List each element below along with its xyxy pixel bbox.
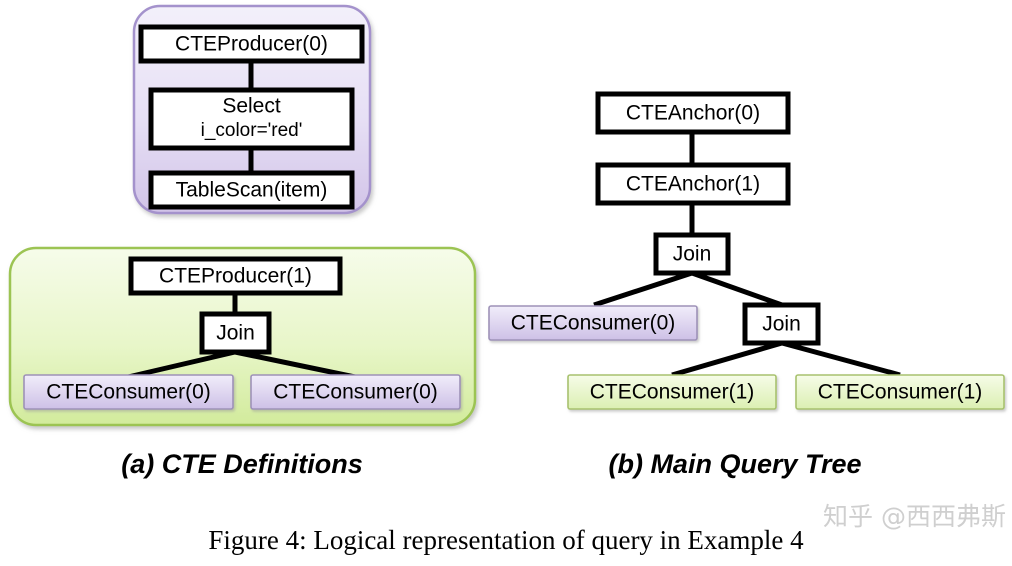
edge-join-consumer0-left xyxy=(127,349,236,380)
edge-joinb-joinc xyxy=(691,270,783,308)
node-cte-producer-1[interactable]: CTEProducer(1) xyxy=(128,256,343,296)
subcaption-b: (b) Main Query Tree xyxy=(608,449,861,479)
node-cte-consumer-0-right[interactable]: CTEConsumer(0) xyxy=(250,374,461,410)
node-join-a-label: Join xyxy=(216,322,255,345)
node-join-a[interactable]: Join xyxy=(199,311,272,355)
node-select[interactable]: Select i_color='red' xyxy=(148,87,355,151)
node-cte-anchor-1-label: CTEAnchor(1) xyxy=(626,173,760,196)
node-cte-consumer-1-right-label: CTEConsumer(1) xyxy=(818,381,983,404)
node-cte-producer-1-label: CTEProducer(1) xyxy=(159,265,312,288)
node-join-b-label: Join xyxy=(673,243,712,266)
edge-join-consumer0-right xyxy=(234,349,356,380)
node-join-c[interactable]: Join xyxy=(742,302,821,346)
node-cte-consumer-1-left[interactable]: CTEConsumer(1) xyxy=(567,374,777,410)
edge-joinc-consumer1-right xyxy=(781,340,901,378)
node-select-label: Select xyxy=(222,95,281,118)
node-cte-consumer-0-left[interactable]: CTEConsumer(0) xyxy=(23,374,234,410)
node-cte-consumer-1-left-label: CTEConsumer(1) xyxy=(590,381,755,404)
node-tablescan-item-label: TableScan(item) xyxy=(176,179,328,202)
node-cte-consumer-0-main[interactable]: CTEConsumer(0) xyxy=(488,305,698,341)
node-cte-anchor-0-label: CTEAnchor(0) xyxy=(626,102,760,125)
subcaption-a: (a) CTE Definitions xyxy=(121,449,363,479)
edge-joinc-consumer1-left xyxy=(671,340,783,378)
node-cte-anchor-0[interactable]: CTEAnchor(0) xyxy=(595,91,791,135)
node-select-sublabel: i_color='red' xyxy=(201,120,303,141)
node-tablescan-item[interactable]: TableScan(item) xyxy=(148,170,355,210)
node-cte-consumer-1-right[interactable]: CTEConsumer(1) xyxy=(795,374,1005,410)
figure-caption: Figure 4: Logical representation of quer… xyxy=(208,525,804,555)
node-cte-consumer-0-main-label: CTEConsumer(0) xyxy=(511,312,676,335)
edge-joinb-consumer0 xyxy=(593,270,693,308)
node-cte-consumer-0-left-label: CTEConsumer(0) xyxy=(46,381,211,404)
node-join-b[interactable]: Join xyxy=(653,232,731,276)
node-cte-anchor-1[interactable]: CTEAnchor(1) xyxy=(595,162,791,206)
node-join-c-label: Join xyxy=(762,313,801,336)
node-cte-producer-0[interactable]: CTEProducer(0) xyxy=(138,24,365,64)
node-cte-consumer-0-right-label: CTEConsumer(0) xyxy=(273,381,438,404)
node-cte-producer-0-label: CTEProducer(0) xyxy=(175,33,328,56)
watermark: 知乎 @西西弗斯 xyxy=(823,502,1006,531)
